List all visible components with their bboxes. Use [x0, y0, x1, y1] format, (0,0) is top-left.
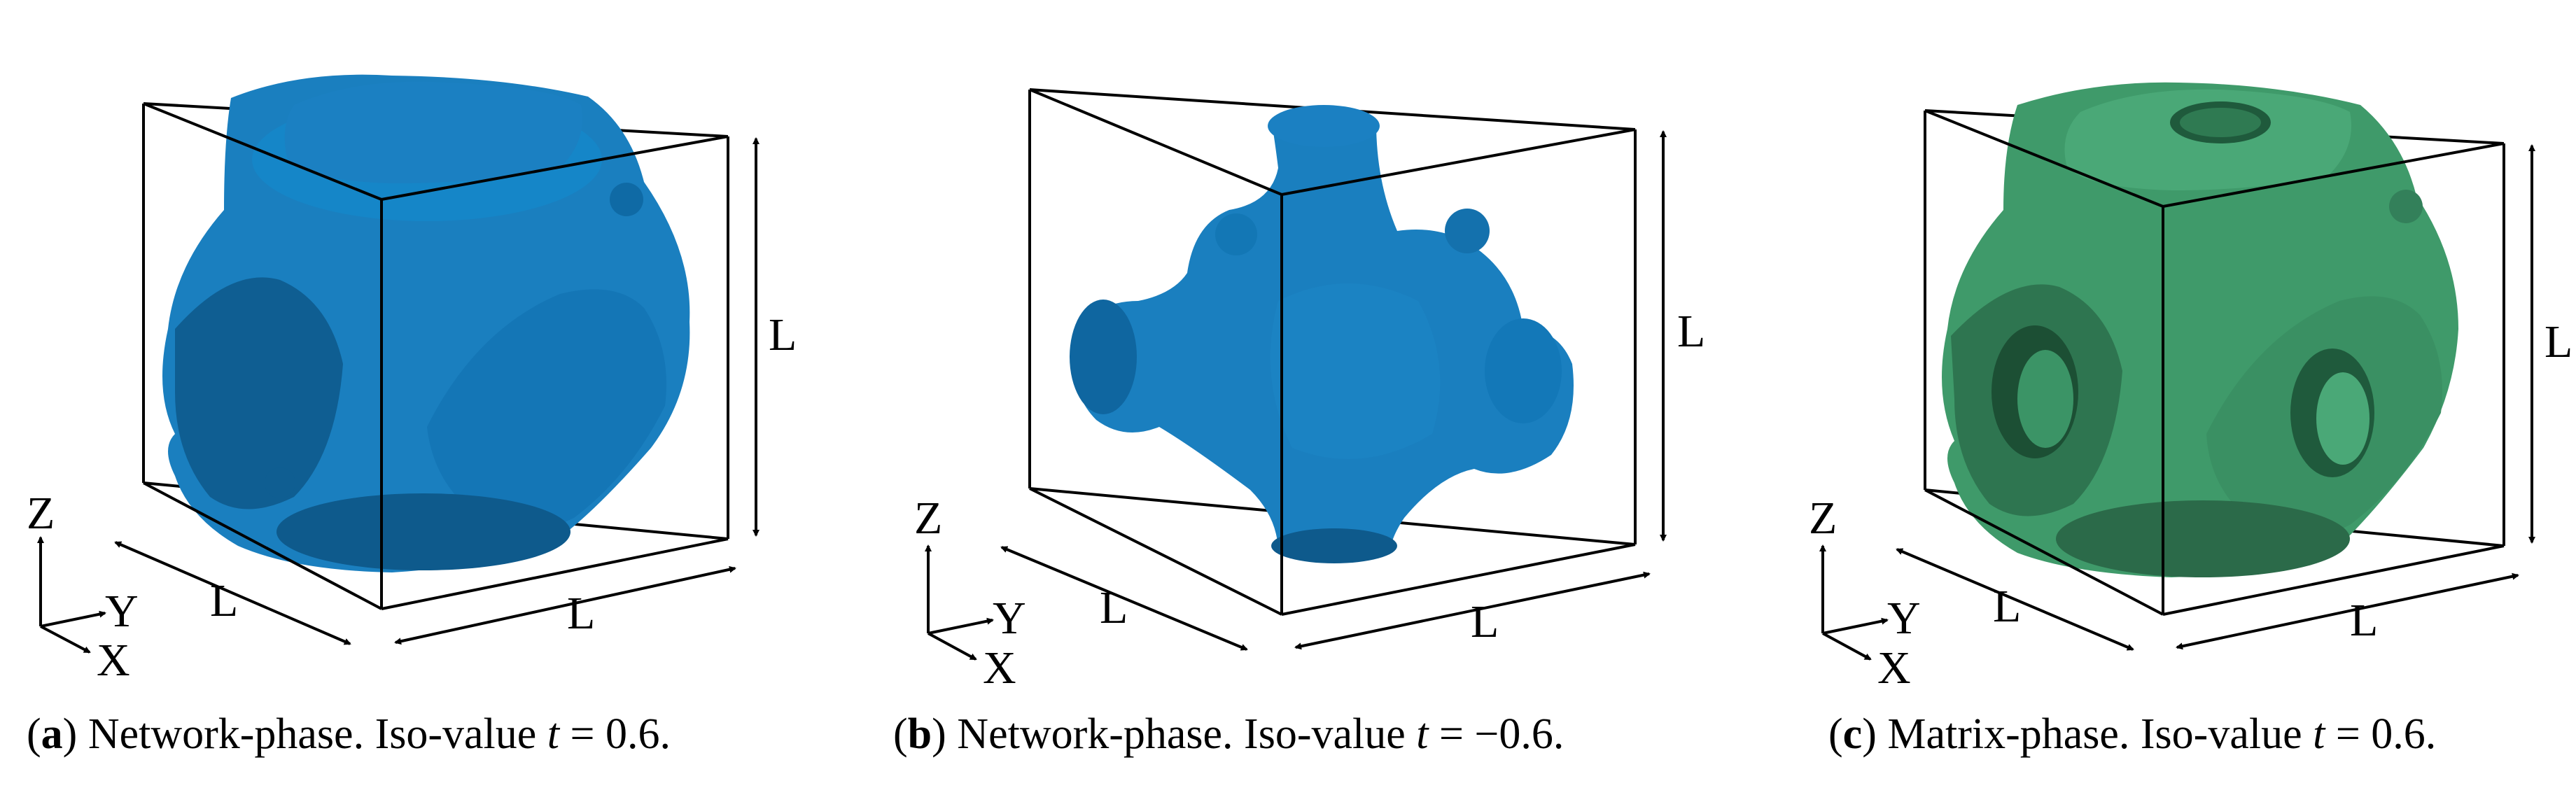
caption-value: = −0.6. — [1428, 710, 1564, 758]
caption-tag: b — [907, 710, 932, 758]
axis-label-z: Z — [914, 493, 942, 544]
caption-variable: t — [547, 710, 559, 758]
dimension-arrows — [1896, 144, 2535, 651]
caption-variable: t — [2313, 710, 2325, 758]
dimension-arrows — [1000, 130, 1667, 651]
axis-label-x: X — [1877, 642, 1911, 694]
panel-a: L L L Z Y X (a) Network-phase. Iso-value… — [0, 0, 858, 802]
axis-label-x: X — [97, 635, 130, 686]
dim-label-vertical: L — [2544, 316, 2572, 367]
panel-c-figure: L L L Z Y X — [1809, 82, 2572, 694]
dim-label-right: L — [2350, 595, 2378, 646]
axis-triad — [37, 536, 106, 654]
axis-triad — [925, 544, 994, 661]
caption-tag: c — [1842, 710, 1863, 758]
matrix-phase-solid — [1942, 82, 2458, 577]
axis-label-z: Z — [27, 488, 55, 539]
axis-triad — [1819, 544, 1889, 661]
caption: (a) Network-phase. Iso-value t = 0.6. — [27, 710, 671, 758]
caption-tag: a — [41, 710, 63, 758]
axis-label-y: Y — [105, 586, 139, 637]
panel-c: L L L Z Y X (c) Matrix-phase. Iso-value … — [1716, 0, 2576, 802]
axis-label-x: X — [983, 642, 1016, 694]
caption-text: Network-phase. Iso-value — [946, 710, 1417, 758]
dim-label-left: L — [1100, 582, 1128, 633]
dim-label-vertical: L — [1677, 306, 1705, 357]
dim-label-vertical: L — [769, 309, 797, 360]
dim-label-right: L — [567, 588, 595, 639]
axis-label-y: Y — [1887, 593, 1921, 644]
dimension-arrows — [114, 137, 760, 645]
axis-label-y: Y — [993, 593, 1026, 644]
panel-a-figure: L L L Z Y X — [27, 74, 797, 686]
network-phase-solid — [1070, 105, 1574, 563]
dim-label-left: L — [1993, 581, 2021, 632]
caption-value: = 0.6. — [559, 710, 671, 758]
caption-variable: t — [1416, 710, 1429, 758]
dim-label-right: L — [1471, 596, 1499, 647]
panel-b-figure: L L L Z Y X — [914, 88, 1705, 694]
caption: (b) Network-phase. Iso-value t = −0.6. — [893, 710, 1564, 758]
panel-b: L L L Z Y X (b) Network-phase. Iso-value… — [858, 0, 1716, 802]
caption-text: Network-phase. Iso-value — [77, 710, 547, 758]
caption-text: Matrix-phase. Iso-value — [1876, 710, 2314, 758]
caption-value: = 0.6. — [2325, 710, 2437, 758]
caption: (c) Matrix-phase. Iso-value t = 0.6. — [1828, 710, 2437, 758]
axis-label-z: Z — [1809, 493, 1837, 544]
network-phase-solid — [162, 74, 690, 572]
dim-label-left: L — [210, 575, 238, 626]
